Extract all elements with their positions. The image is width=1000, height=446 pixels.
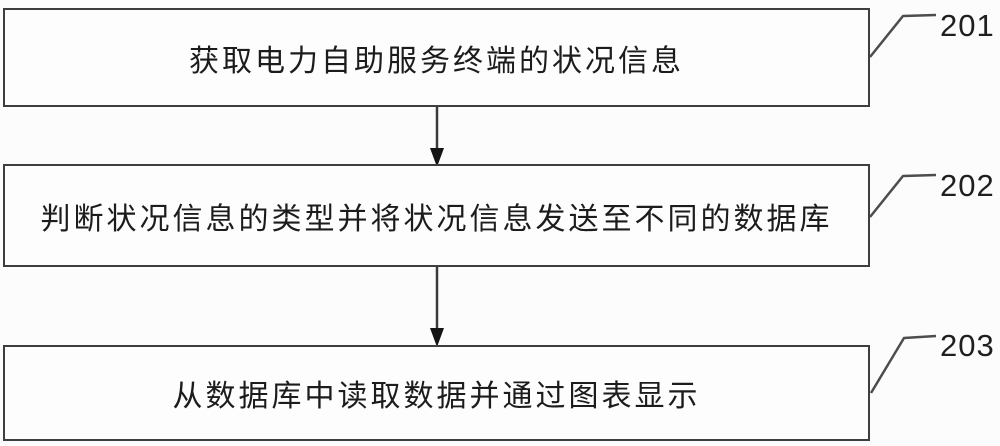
flow-step-1-text: 获取电力自助服务终端的状况信息 [189,44,684,78]
leader-line-203 [869,334,937,394]
arrowhead-icon [430,328,444,347]
flow-step-box-1: 获取电力自助服务终端的状况信息 [3,8,870,107]
flow-step-box-2: 判断状况信息的类型并将状况信息发送至不同的数据库 [3,164,870,267]
leader-line-202 [869,173,937,218]
arrowhead-icon [430,148,444,167]
ref-label-202: 202 [940,168,995,203]
ref-label-203: 203 [940,328,995,363]
flow-step-box-3: 从数据库中读取数据并通过图表显示 [3,345,870,441]
ref-label-201: 201 [940,8,995,43]
flow-arrow-2 [430,265,444,347]
flow-step-3-text: 从数据库中读取数据并通过图表显示 [172,380,701,413]
flow-arrow-1 [430,105,444,167]
leader-line-201 [869,13,937,58]
flow-step-2-text: 判断状况信息的类型并将状况信息发送至不同的数据库 [40,202,833,236]
